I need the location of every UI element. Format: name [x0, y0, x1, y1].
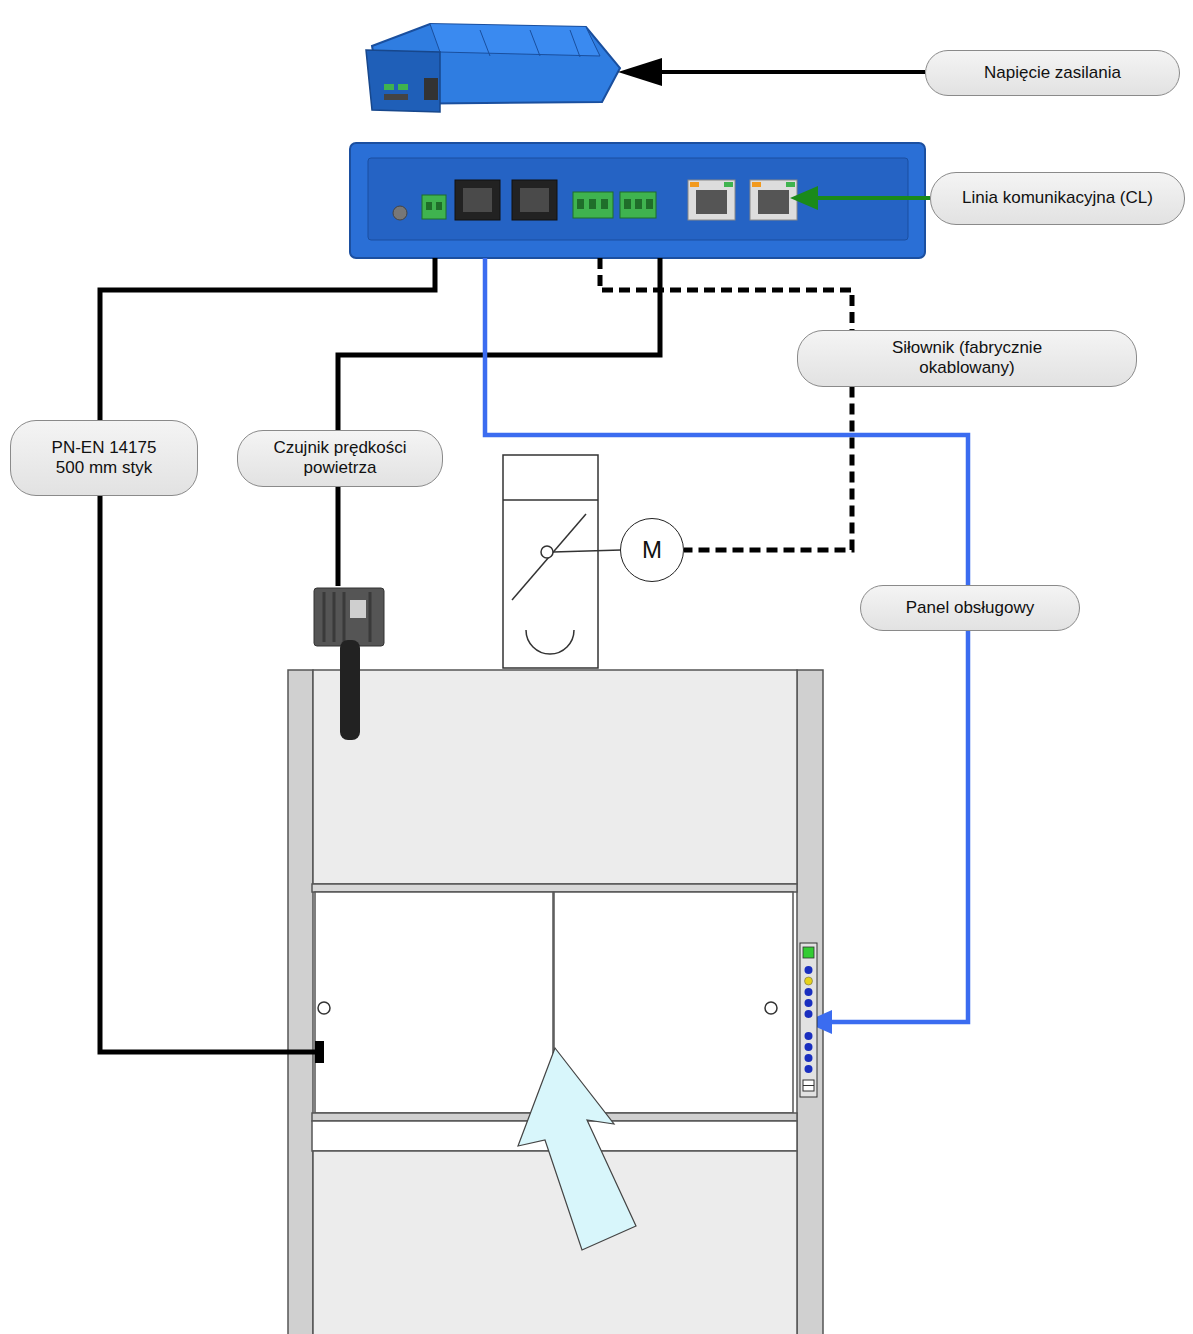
- sash-pane: [315, 892, 553, 1113]
- panel-button: [805, 966, 813, 974]
- rj45-port: [455, 180, 500, 220]
- controller-led: [398, 84, 408, 90]
- panel-button: [805, 1054, 813, 1062]
- sash-pane: [554, 892, 793, 1113]
- damper-pivot: [541, 546, 553, 558]
- port-led: [752, 182, 761, 187]
- rj45-socket: [463, 188, 492, 212]
- airflow-arrow: [518, 1048, 636, 1250]
- terminal-pin: [624, 199, 631, 209]
- controller-lid: [430, 24, 600, 56]
- panel-icon: [803, 1080, 814, 1091]
- panel-button: [805, 1065, 813, 1073]
- port-led: [690, 182, 699, 187]
- panel-button: [805, 988, 813, 996]
- rj45-socket: [758, 190, 789, 214]
- terminal-pin: [436, 202, 442, 210]
- sensor-ribs: [324, 592, 370, 642]
- terminal-pin: [635, 199, 642, 209]
- controller-port: [424, 78, 438, 100]
- sensor-probe: [340, 640, 360, 740]
- sensor-label: [350, 600, 366, 618]
- rj45-port: [512, 180, 557, 220]
- sensor-wire: [338, 258, 660, 586]
- contact-wire: [100, 258, 435, 1052]
- supply-line: [650, 70, 925, 74]
- terminal-pin: [577, 199, 584, 209]
- port-led: [724, 182, 733, 187]
- panel-button: [805, 999, 813, 1007]
- callout-pill: Napięcie zasilania: [925, 50, 1180, 96]
- rj45-socket: [520, 188, 549, 212]
- operating-panel: [800, 943, 817, 1097]
- panel-button: [805, 1032, 813, 1040]
- hood-post: [797, 670, 823, 1334]
- arrow-head: [790, 186, 818, 210]
- sensor-body: [314, 588, 384, 646]
- damper-housing: [503, 455, 598, 668]
- comm-line: [812, 196, 930, 200]
- arrow-head: [618, 58, 662, 86]
- rj45-port: [688, 180, 735, 220]
- actuator-wire: [600, 258, 852, 332]
- node-label: Napięcie zasilania: [984, 63, 1121, 83]
- motor-symbol: M: [620, 518, 684, 582]
- node-label: Czujnik prędkości powietrza: [257, 438, 423, 479]
- terminal-pin: [646, 199, 653, 209]
- callout-pill: Linia komunikacyjna (CL): [930, 172, 1185, 225]
- node-label: PN-EN 14175 500 mm styk: [43, 438, 165, 479]
- sash-rail: [312, 884, 797, 892]
- callout-pill: PN-EN 14175 500 mm styk: [10, 420, 198, 496]
- node-label: M: [642, 536, 662, 565]
- callout-pill: Siłownik (fabrycznie okablowany): [797, 330, 1137, 387]
- damper-blade: [512, 514, 586, 600]
- panel-icon: [803, 1085, 814, 1086]
- terminal-pin: [589, 199, 596, 209]
- node-label: Siłownik (fabrycznie okablowany): [852, 338, 1082, 379]
- status-lamp: [803, 947, 814, 958]
- hood-upper-panel: [313, 670, 797, 884]
- rj45-socket: [696, 190, 727, 214]
- flow-element: [526, 630, 574, 654]
- failure-led: [393, 206, 407, 220]
- hood-interior: [313, 1151, 797, 1334]
- node-label: Linia komunikacyjna (CL): [962, 188, 1153, 208]
- controller-ridge: [480, 30, 580, 57]
- callout-pill: Panel obsługowy: [860, 585, 1080, 631]
- callout-pill: Czujnik prędkości powietrza: [237, 430, 443, 487]
- sash-handle: [318, 1002, 330, 1014]
- damper-divider: [503, 499, 598, 501]
- panel-button: [805, 977, 813, 985]
- terminal-pin: [601, 199, 608, 209]
- controller-front: [350, 143, 925, 258]
- controller-port: [384, 94, 408, 100]
- panel-button: [805, 1010, 813, 1018]
- panel-button: [805, 1043, 813, 1051]
- controller-led: [384, 84, 394, 90]
- sash-handle: [765, 1002, 777, 1014]
- node-label: Panel obsługowy: [906, 598, 1035, 618]
- damper-shaft: [553, 550, 621, 552]
- port-led: [786, 182, 795, 187]
- sash-contact: [315, 1041, 324, 1063]
- hood-post: [288, 670, 313, 1334]
- actuator-wire: [684, 387, 852, 551]
- controller-side: [366, 50, 440, 112]
- terminal-block: [573, 192, 613, 218]
- rj45-port: [750, 180, 797, 220]
- terminal-pin: [426, 202, 432, 210]
- terminal-block: [422, 195, 446, 219]
- terminal-block: [620, 192, 656, 218]
